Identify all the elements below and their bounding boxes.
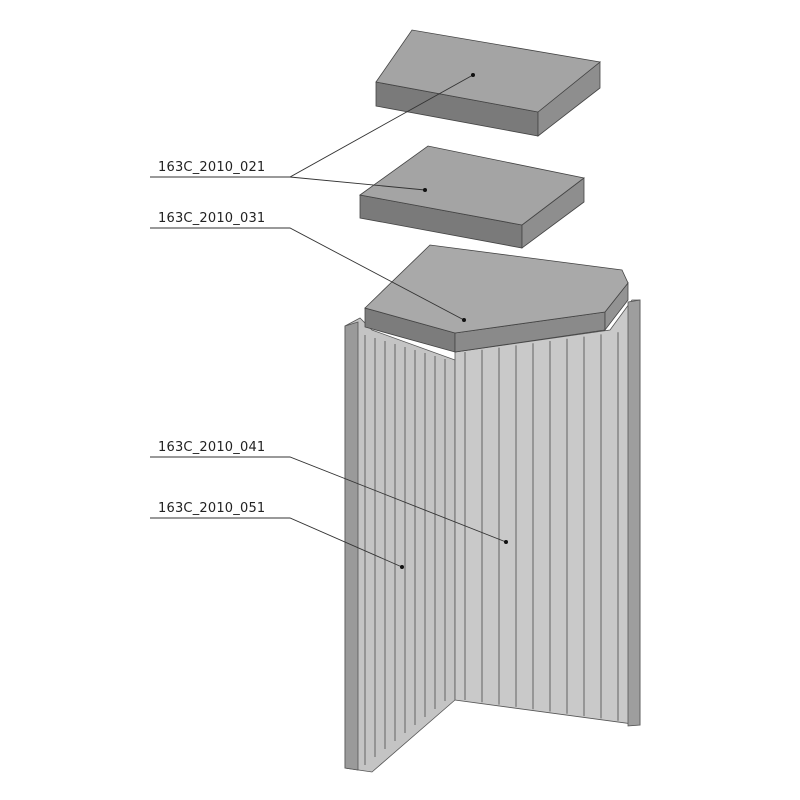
leader-lines <box>150 74 507 568</box>
label-part-041: 163C_2010_041 <box>158 440 266 455</box>
label-part-051: 163C_2010_051 <box>158 501 266 516</box>
label-part-021: 163C_2010_021 <box>158 160 266 175</box>
part-051-panel <box>344 317 456 773</box>
part-021-lower-plate <box>359 145 585 249</box>
part-021-upper-plate <box>375 29 601 137</box>
leader-dots <box>400 73 508 569</box>
part-031-block <box>364 244 629 353</box>
label-part-031: 163C_2010_031 <box>158 211 266 226</box>
part-041-panel <box>454 299 641 727</box>
